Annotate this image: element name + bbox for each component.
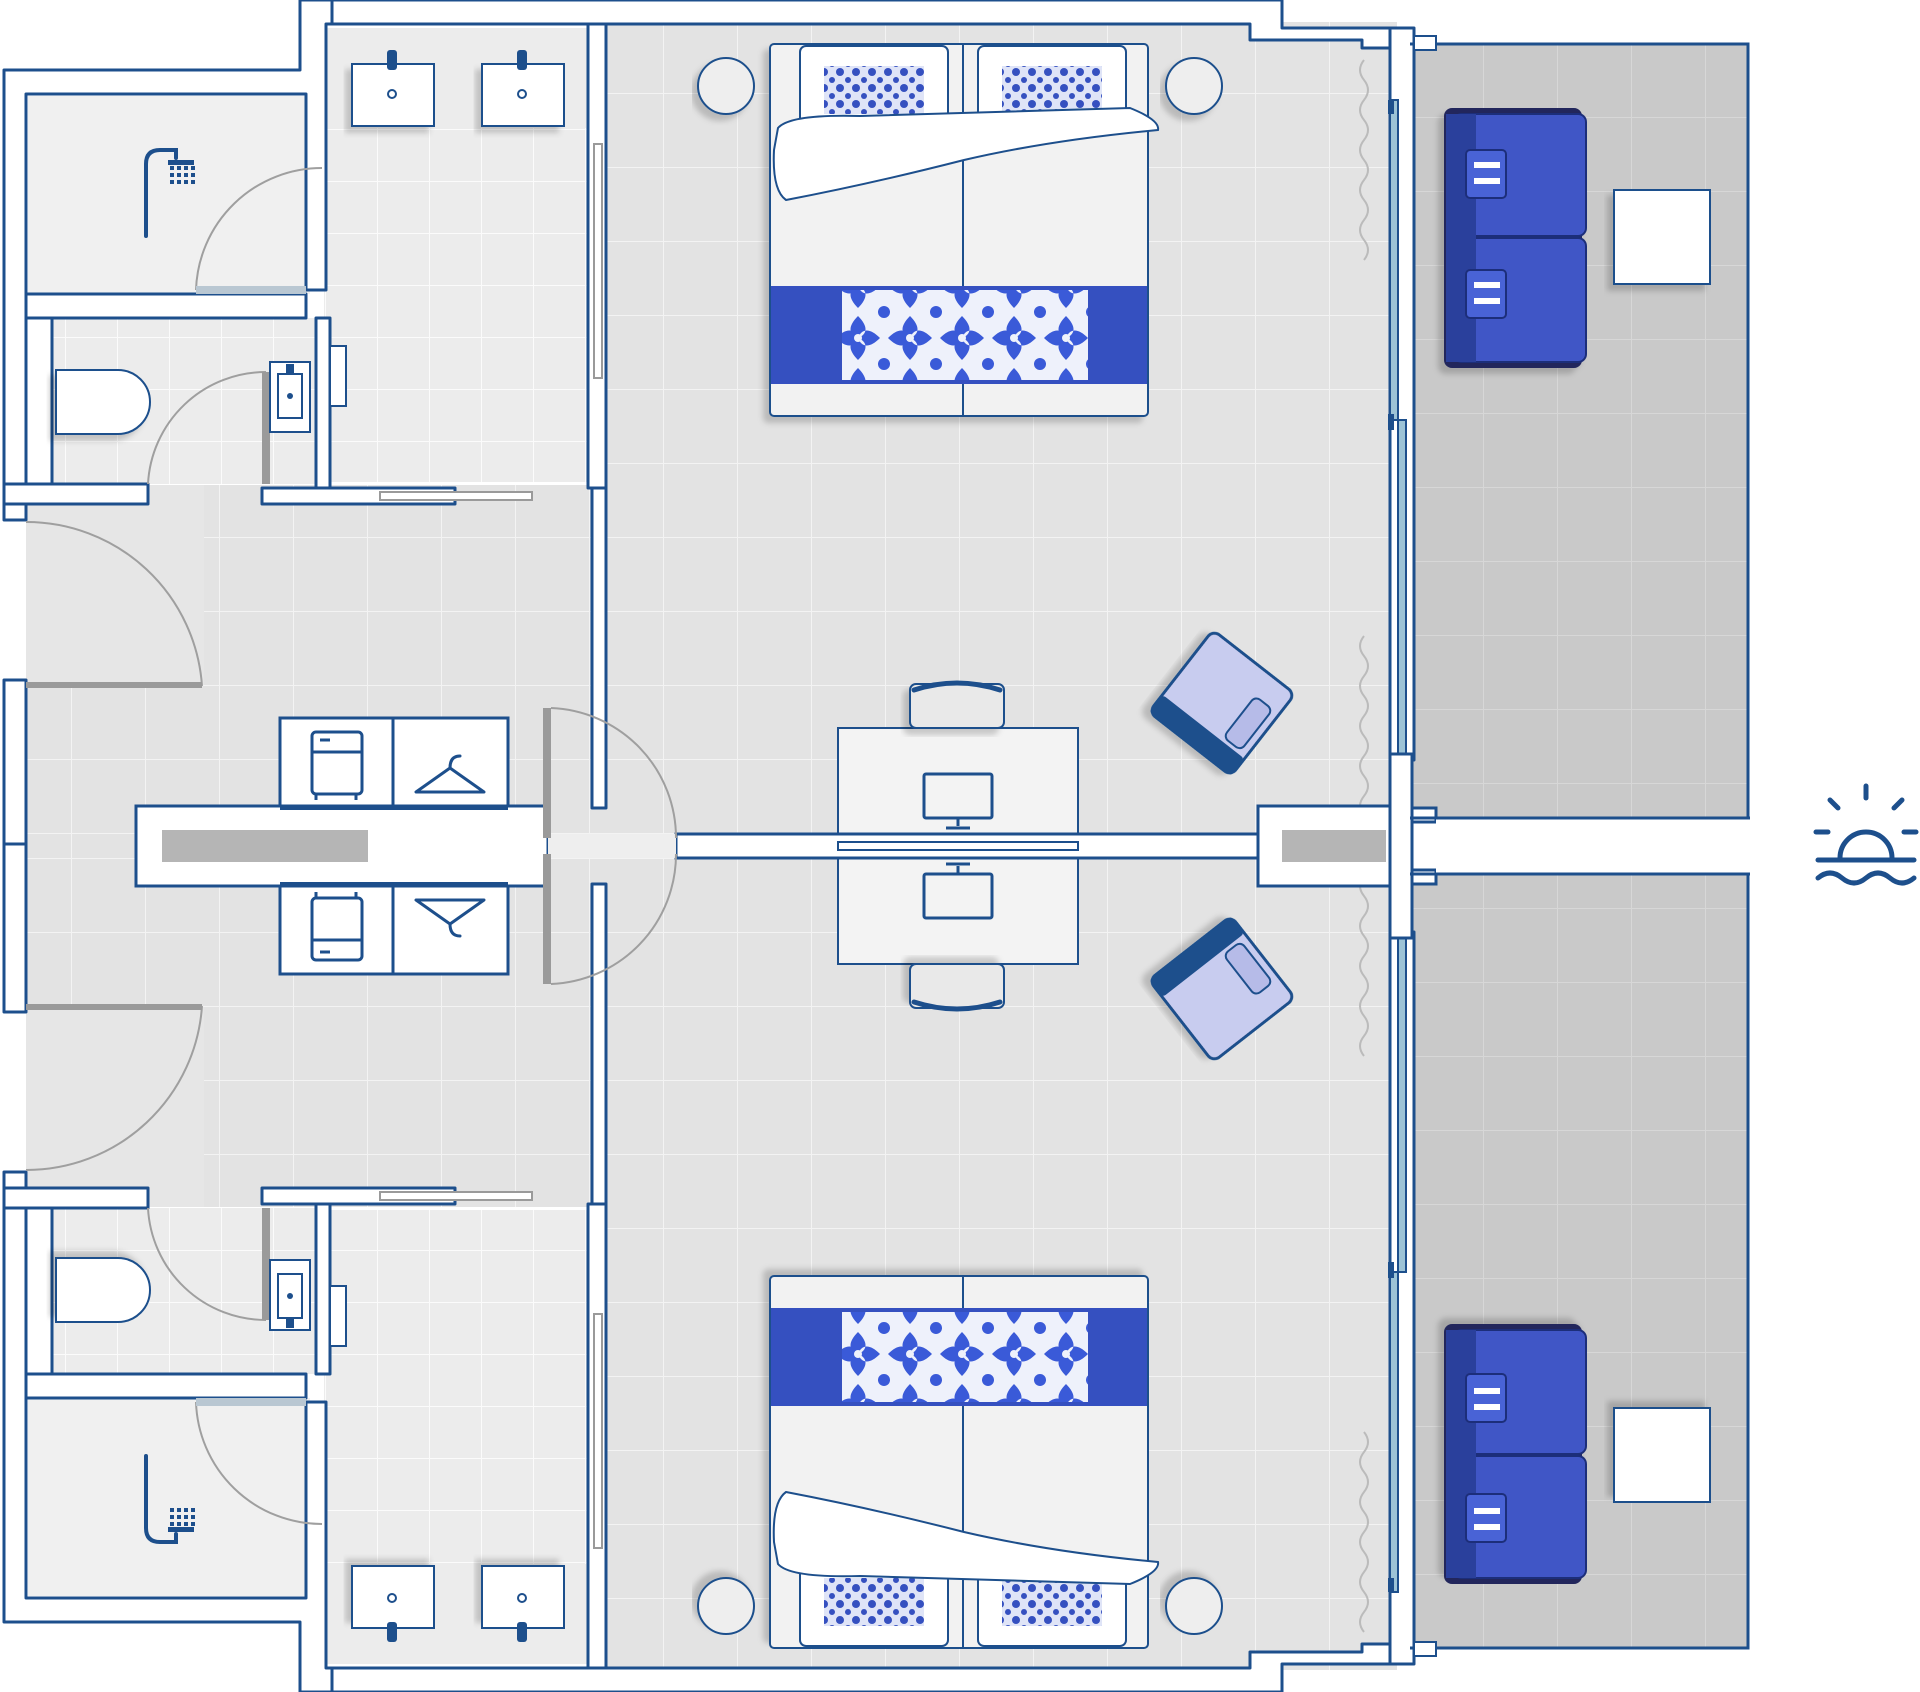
sea-view-sunrise-icon — [1813, 783, 1919, 886]
room-north — [4, 0, 1748, 848]
room-south — [4, 844, 1748, 1692]
connecting-door — [543, 707, 677, 985]
party-wall-inner-east — [1282, 830, 1386, 862]
party-wall-inner-north — [162, 830, 368, 862]
